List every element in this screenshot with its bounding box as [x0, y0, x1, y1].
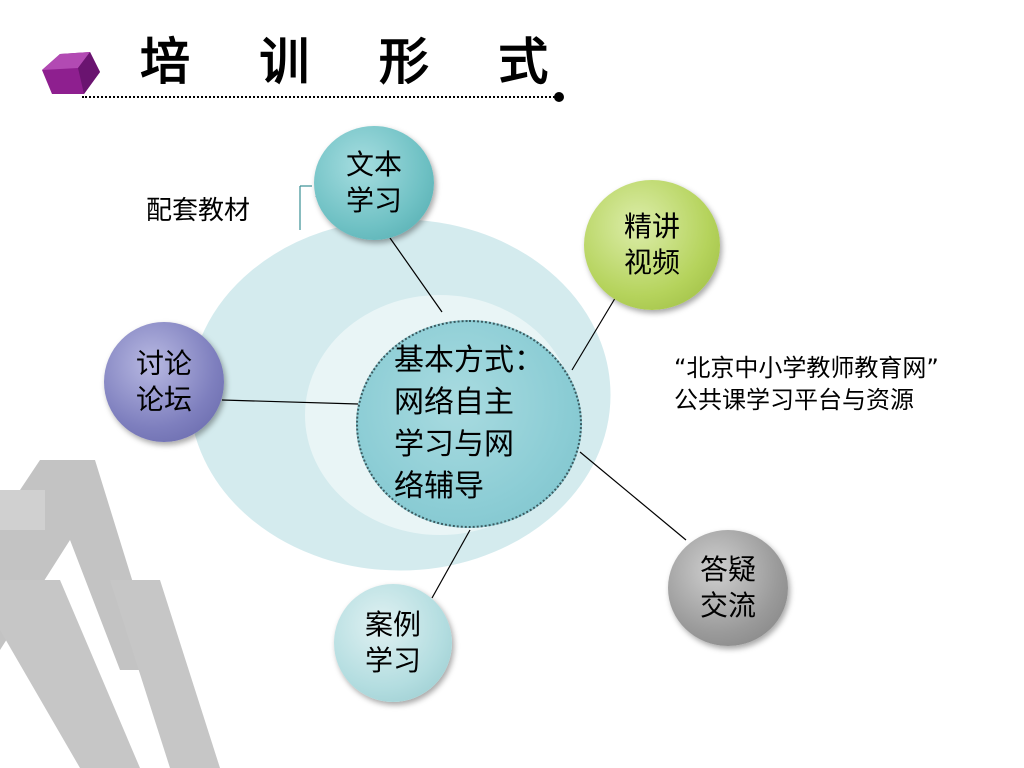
materials-label: 配套教材 [146, 196, 251, 226]
node-video-line1: 精讲 [623, 210, 680, 243]
node-text-study-line1: 文本 [345, 148, 402, 181]
node-text-study: 文本 学习 [314, 126, 434, 240]
node-forum-line1: 讨论 [135, 347, 192, 380]
center-line-4: 络辅导 [394, 469, 484, 504]
node-video: 精讲 视频 [584, 180, 720, 310]
platform-label-line1: “北京中小学教师教育网” [674, 354, 939, 382]
node-forum: 讨论 论坛 [104, 322, 224, 442]
center-node-basic-mode: 基本方式： 网络自主 学习与网 络辅导 [356, 320, 582, 528]
node-qa-line2: 交流 [699, 589, 756, 622]
center-line-3: 学习与网 [394, 427, 514, 462]
node-qa: 答疑 交流 [668, 530, 788, 646]
node-case-study-line1: 案例 [364, 608, 421, 641]
page-title: 培 训 形 式 [140, 32, 575, 91]
watermark-logo [0, 460, 220, 768]
title-gem-icon [42, 52, 100, 94]
node-case-study-line2: 学习 [364, 644, 421, 677]
node-text-study-line2: 学习 [345, 184, 402, 217]
center-line-2: 网络自主 [394, 385, 514, 420]
node-video-line2: 视频 [623, 246, 680, 279]
node-forum-line2: 论坛 [135, 383, 192, 416]
center-line-1: 基本方式： [394, 343, 544, 378]
platform-label: “北京中小学教师教育网” 公共课学习平台与资源 [674, 352, 939, 416]
title-underline [82, 96, 558, 98]
platform-label-line2: 公共课学习平台与资源 [674, 386, 914, 414]
title-underline-dot [554, 92, 564, 102]
node-case-study: 案例 学习 [334, 584, 452, 702]
node-qa-line1: 答疑 [699, 553, 756, 586]
